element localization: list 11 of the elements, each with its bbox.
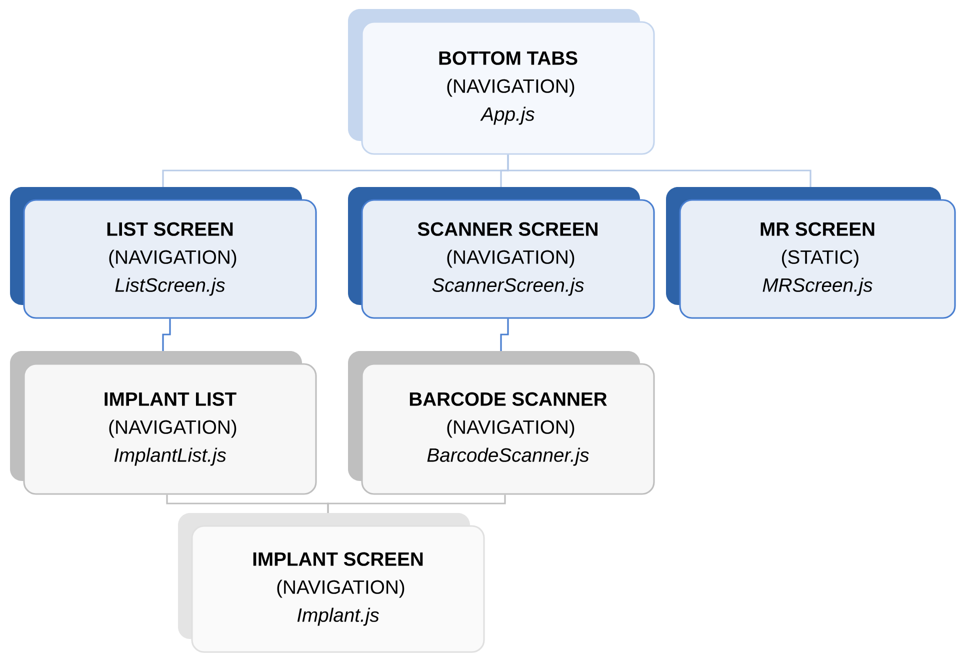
box: IMPLANT LIST (NAVIGATION) ImplantList.js (10, 351, 317, 495)
connector (507, 154, 812, 187)
connector (327, 494, 506, 513)
box: LIST SCREEN (NAVIGATION) ListScreen.js (10, 187, 317, 319)
box: SCANNER SCREEN (NAVIGATION) ScannerScreen.js (348, 187, 655, 319)
box: BOTTOM TABS (NAVIGATION) App.js (348, 9, 655, 155)
connector (162, 318, 171, 351)
connector (500, 318, 509, 351)
box: MR SCREEN (STATIC) MRScreen.js (666, 187, 956, 319)
box: IMPLANT SCREEN (NAVIGATION) Implant.js (178, 513, 485, 653)
box: BARCODE SCANNER (NAVIGATION) BarcodeScanner.js (348, 351, 655, 495)
